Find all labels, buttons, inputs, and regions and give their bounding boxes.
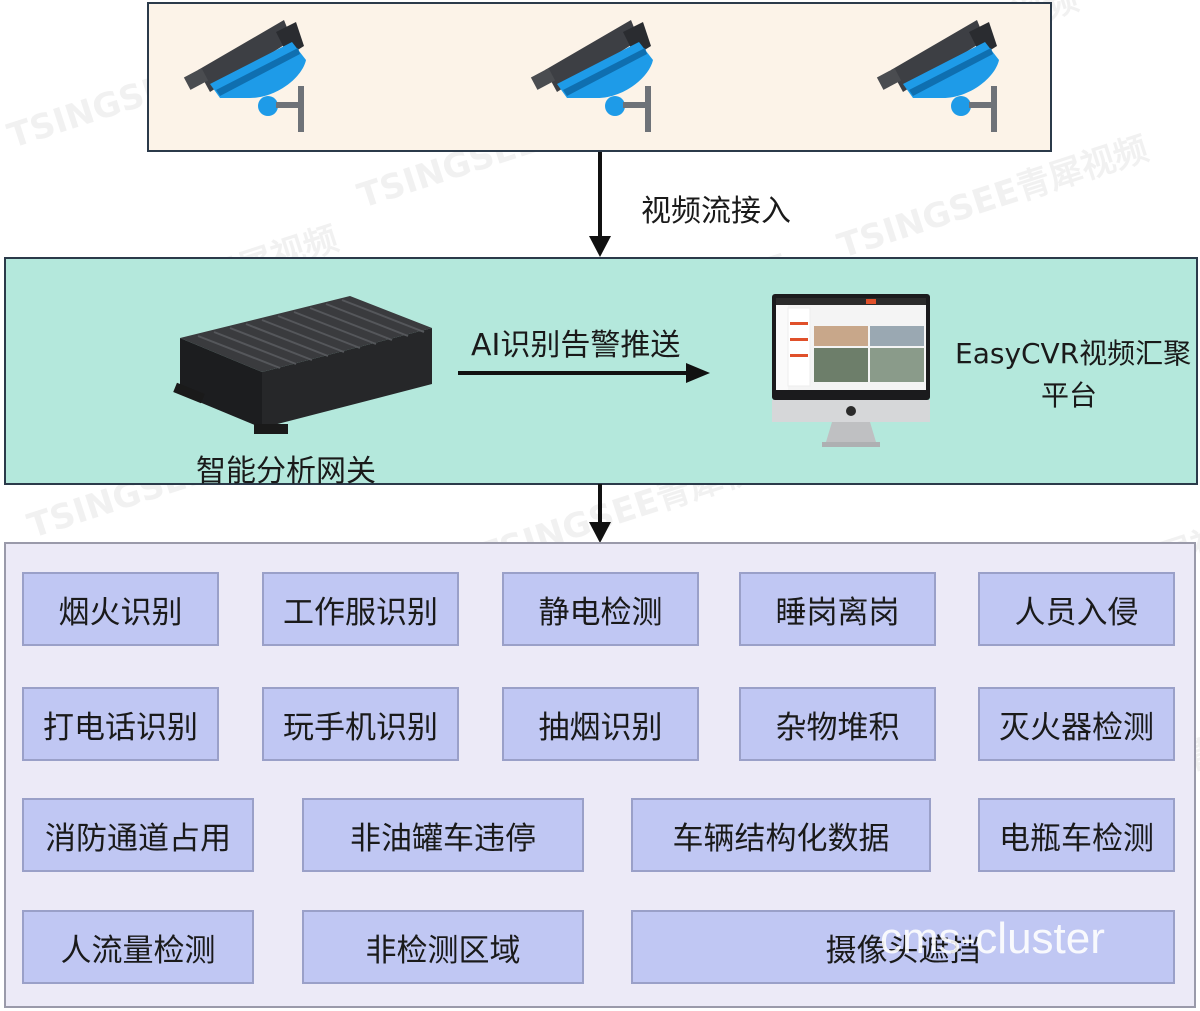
function-tile: 抽烟识别 (502, 687, 699, 761)
edge-label-ai-alarm: AI识别告警推送 (471, 328, 681, 363)
function-tile: 打电话识别 (22, 687, 219, 761)
function-tile: 摄像头遮挡 (631, 910, 1175, 984)
edge-label-video-stream: 视频流接入 (641, 194, 791, 229)
function-tile: 电瓶车检测 (978, 798, 1175, 872)
function-tile: 烟火识别 (22, 572, 219, 646)
function-tile: 车辆结构化数据 (631, 798, 931, 872)
function-tile: 人流量检测 (22, 910, 254, 984)
function-tile: 静电检测 (502, 572, 699, 646)
camera-icon (876, 20, 999, 132)
camera-icon (530, 20, 653, 132)
arrow-down-icon (589, 152, 611, 257)
overlay-watermark-text: cms-cluster (880, 914, 1105, 963)
camera-icon (183, 20, 306, 132)
function-tile: 非油罐车违停 (302, 798, 584, 872)
function-tile: 人员入侵 (978, 572, 1175, 646)
function-tile: 睡岗离岗 (739, 572, 936, 646)
function-tile: 灭火器检测 (978, 687, 1175, 761)
platform-monitor-icon (772, 294, 930, 447)
function-tile: 杂物堆积 (739, 687, 936, 761)
function-tile: 工作服识别 (262, 572, 459, 646)
platform-label-line1: EasyCVR视频汇聚 (955, 337, 1192, 370)
gateway-device-icon (173, 296, 432, 434)
arrow-right-icon (458, 363, 710, 383)
platform-label-line2: 平台 (1041, 379, 1098, 412)
gateway-label: 智能分析网关 (196, 454, 376, 489)
arrow-down-icon (589, 484, 611, 543)
function-tile: 玩手机识别 (262, 687, 459, 761)
function-tile: 非检测区域 (302, 910, 584, 984)
function-tile: 消防通道占用 (22, 798, 254, 872)
